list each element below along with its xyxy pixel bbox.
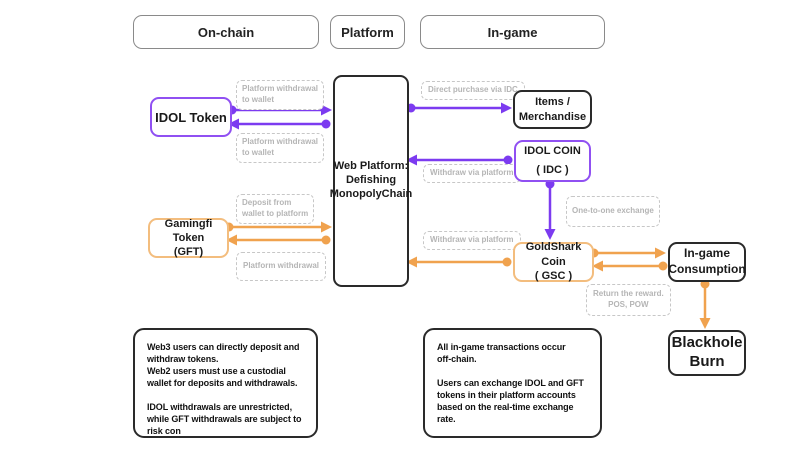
- header-platform: Platform: [330, 15, 405, 49]
- edge-label-deposit-from-wallet: Deposit from wallet to platform: [236, 194, 315, 224]
- header-in-game: In-game: [420, 15, 605, 49]
- arrow-platform-to-items: [406, 102, 512, 114]
- arrow-idol-coin-to-platform: [406, 154, 513, 166]
- node-idol-token: IDOL Token: [150, 97, 232, 137]
- arrow-goldshark-to-consumption: [589, 247, 666, 259]
- note-onchain-rules: Web3 users can directly deposit and with…: [133, 328, 318, 438]
- edge-label-platform-withdrawal: Platform withdrawal: [236, 252, 327, 281]
- note-ingame-rules: All in-game transactions occur off-chain…: [423, 328, 602, 438]
- arrow-consumption-to-goldshark: [592, 260, 668, 272]
- node-items-merchandise: Items / Merchandise: [513, 90, 592, 129]
- node-web-platform: Web Platform: Defishing MonopolyChain: [330, 75, 412, 287]
- edge-label-one-to-one-exchange: One-to-one exchange: [566, 196, 660, 227]
- node-blackhole-burn: Blackhole Burn: [668, 330, 746, 376]
- arrow-idol-coin-to-goldshark: [544, 179, 556, 240]
- arrow-platform-to-idol-token: [228, 118, 331, 130]
- edge-label-platform-withdrawal-to-wallet-mid: Platform withdrawal to wallet: [236, 133, 325, 163]
- node-idol-coin: IDOL COIN ( IDC ): [514, 140, 591, 182]
- edge-label-withdraw-via-platform-idc: Withdraw via platform: [423, 164, 521, 183]
- arrow-consumption-to-blackhole: [699, 279, 711, 329]
- arrow-goldshark-to-platform: [406, 256, 512, 268]
- edge-label-withdraw-via-platform-gsc: Withdraw via platform: [423, 231, 521, 250]
- edge-label-return-the-reward: Return the reward. POS, POW: [586, 284, 671, 316]
- arrow-idol-token-to-platform: [227, 104, 332, 116]
- edge-label-direct-purchase-via-idc: Direct purchase via IDC: [421, 81, 525, 100]
- header-on-chain: On-chain: [133, 15, 319, 49]
- node-goldshark-coin: GoldShark Coin ( GSC ): [513, 241, 594, 282]
- node-ingame-consumption: In-game Consumption: [668, 242, 746, 282]
- edge-label-platform-withdrawal-to-wallet-top: Platform withdrawal to wallet: [236, 80, 325, 110]
- arrow-platform-to-gamingfi: [226, 234, 331, 246]
- node-gamingfi-token: Gamingfi Token (GFT): [148, 218, 229, 258]
